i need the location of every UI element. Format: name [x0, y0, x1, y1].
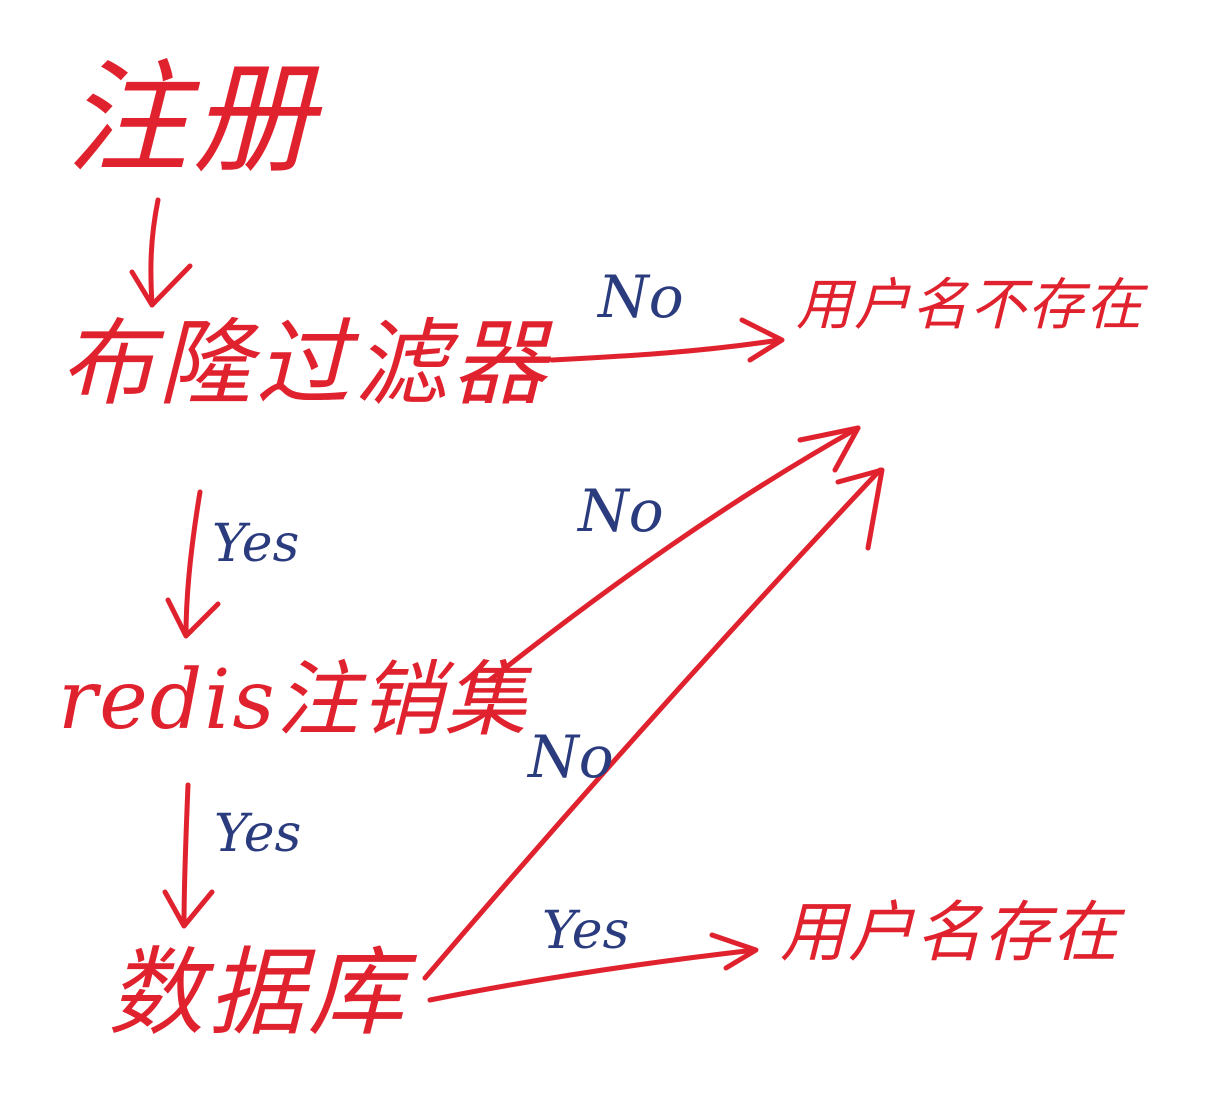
node-register: 注册 [66, 48, 318, 190]
arrow-db-to-exist-head [709, 932, 759, 971]
label-bloom-yes: Yes [212, 514, 300, 574]
node-redis-set: redis注销集 [58, 653, 529, 748]
arrow-bloom-to-notexist-head [739, 317, 785, 363]
arrow-redis-to-db-head [162, 889, 215, 929]
arrow-db-to-exist [427, 947, 758, 1003]
label-db-no: No [528, 723, 614, 791]
label-bloom-no: No [598, 263, 684, 331]
arrow-db-to-notexist-head [835, 467, 885, 551]
node-user-exist: 用户名存在 [780, 894, 1120, 971]
arrow-bloom-to-redis-head [165, 597, 221, 639]
arrow-bloom-to-notexist [549, 337, 783, 363]
node-database: 数据库 [108, 937, 408, 1049]
node-bloom-filter: 布隆过滤器 [60, 310, 551, 419]
arrow-redis-to-db [181, 782, 191, 928]
arrow-redis-to-notexist-head [797, 425, 861, 473]
node-user-not-exist: 用户名不存在 [796, 273, 1144, 338]
arrow-register-to-bloom [148, 197, 161, 308]
arrow-register-to-bloom-head [129, 263, 193, 308]
arrow-db-to-notexist [422, 467, 883, 981]
arrow-bloom-to-redis [183, 489, 203, 638]
label-db-yes: Yes [542, 901, 630, 961]
label-redis-yes: Yes [214, 804, 302, 864]
label-redis-no: No [578, 477, 664, 545]
arrow-redis-to-notexist [487, 425, 861, 683]
